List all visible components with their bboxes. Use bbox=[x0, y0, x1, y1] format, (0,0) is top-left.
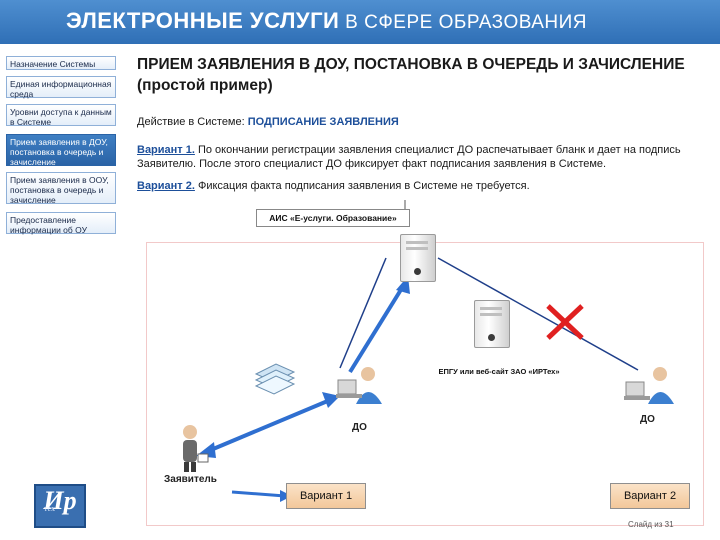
do-left-operator-icon bbox=[336, 367, 382, 404]
link-server-do-right bbox=[437, 257, 639, 371]
sidebar-item-purpose[interactable]: Назначение Системы bbox=[6, 56, 116, 70]
action-value: ПОДПИСАНИЕ ЗАЯВЛЕНИЯ bbox=[247, 116, 399, 128]
do-left-label: ДО bbox=[352, 422, 367, 433]
company-logo: Ир тех bbox=[34, 484, 86, 528]
arrow-head-do bbox=[322, 392, 340, 408]
variant2-description: Вариант 2. Фиксация факта подписания зая… bbox=[137, 180, 702, 192]
epgu-server-icon bbox=[474, 300, 510, 348]
ais-server-label: АИС «Е-услуги. Образование» bbox=[256, 209, 410, 227]
header-title-bold: ЭЛЕКТРОННЫЕ УСЛУГИ bbox=[66, 8, 340, 33]
variant1-button[interactable]: Вариант 1 bbox=[286, 483, 366, 509]
arrow-applicant-do bbox=[205, 398, 331, 454]
page-title: ПРИЕМ ЗАЯВЛЕНИЯ В ДОУ, ПОСТАНОВКА В ОЧЕР… bbox=[137, 56, 685, 94]
applicant-label: Заявитель bbox=[164, 474, 217, 485]
sidebar-item-oou-admission[interactable]: Прием заявления в ООУ, постановка в очер… bbox=[6, 172, 116, 205]
action-prefix: Действие в Системе: bbox=[137, 116, 248, 128]
slide-number: Слайд из 31 bbox=[628, 520, 674, 529]
arrow-do-server bbox=[348, 286, 404, 374]
document-stack-icon bbox=[254, 363, 296, 395]
variant2-link[interactable]: Вариант 2. bbox=[137, 180, 195, 192]
variant1-link[interactable]: Вариант 1. bbox=[137, 144, 195, 156]
cross-icon bbox=[546, 304, 584, 340]
sidebar-item-access-levels[interactable]: Уровни доступа к данным в Системе bbox=[6, 104, 116, 127]
arrow-to-variant1 bbox=[231, 490, 286, 498]
sidebar-item-info-environment[interactable]: Единая информационная среда bbox=[6, 76, 116, 99]
diagram-frame bbox=[146, 242, 704, 526]
page-header-title: ЭЛЕКТРОННЫЕ УСЛУГИ В СФЕРЕ ОБРАЗОВАНИЯ bbox=[66, 8, 587, 34]
action-line: Действие в Системе: ПОДПИСАНИЕ ЗАЯВЛЕНИЯ bbox=[137, 116, 399, 128]
sidebar-item-school-info[interactable]: Предоставление информации об ОУ bbox=[6, 212, 116, 235]
epgu-label: ЕПГУ или веб-сайт ЗАО «ИРТех» bbox=[438, 367, 560, 376]
variant2-text: Фиксация факта подписания заявления в Си… bbox=[194, 180, 530, 192]
header-bar: ЭЛЕКТРОННЫЕ УСЛУГИ В СФЕРЕ ОБРАЗОВАНИЯ bbox=[0, 0, 720, 44]
variant2-button[interactable]: Вариант 2 bbox=[610, 483, 690, 509]
ais-server-icon bbox=[400, 234, 436, 282]
link-server-do-left bbox=[339, 257, 387, 369]
logo-subtext: тех bbox=[44, 504, 55, 513]
variant1-description: Вариант 1. По окончании регистрации заяв… bbox=[137, 143, 702, 171]
sidebar-item-dou-admission[interactable]: Прием заявления в ДОУ, постановка в очер… bbox=[6, 134, 116, 167]
logo-text: Ир bbox=[43, 486, 77, 515]
header-title-rest: В СФЕРЕ ОБРАЗОВАНИЯ bbox=[339, 12, 588, 33]
applicant-icon bbox=[183, 425, 209, 472]
do-right-operator-icon bbox=[624, 367, 674, 404]
do-right-label: ДО bbox=[640, 414, 655, 425]
sidebar: Назначение Системы Единая информационная… bbox=[0, 44, 126, 540]
variant1-text: По окончании регистрации заявления специ… bbox=[137, 144, 681, 170]
